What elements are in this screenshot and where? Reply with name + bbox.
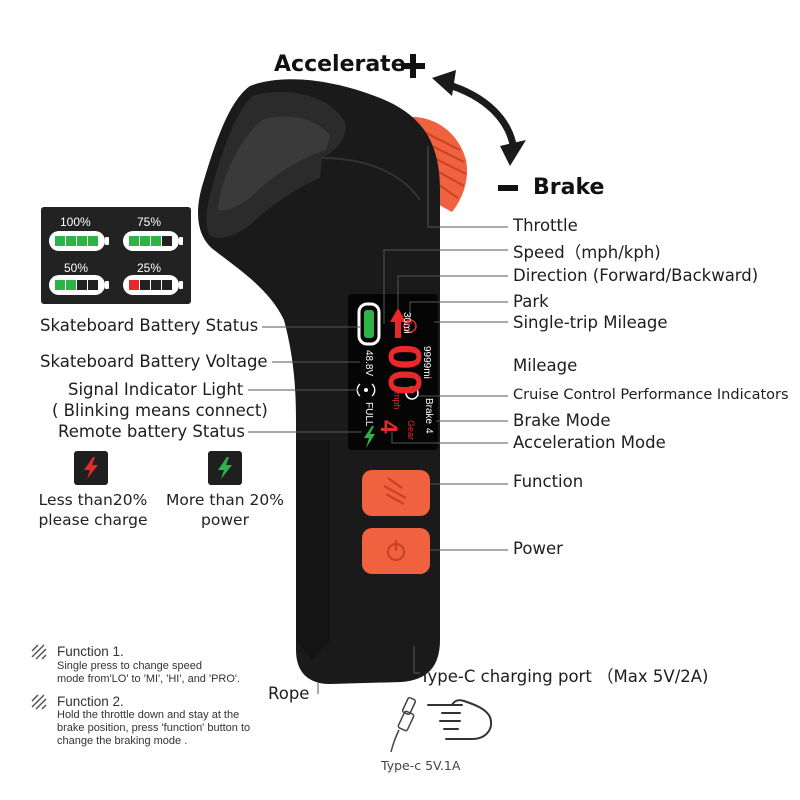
battery-cell <box>88 236 98 246</box>
screen-remote-battery: FULL <box>363 402 374 427</box>
battery-cell <box>162 280 172 290</box>
battery-cell <box>140 236 150 246</box>
note-2-line: brake position, press 'function' button … <box>57 722 251 734</box>
battery-cell <box>55 236 65 246</box>
screen-battery-icon <box>357 302 381 346</box>
cruise-control-icon <box>405 386 419 400</box>
label-skateboard-battery-voltage: Skateboard Battery Voltage <box>40 352 268 371</box>
battery-cell <box>129 236 139 246</box>
type-c-cable-icon <box>390 696 417 753</box>
screen-voltage: 48.8V <box>363 350 374 377</box>
battery-cell <box>151 280 161 290</box>
legend-ok-battery: More than 20% power <box>166 490 284 530</box>
battery-cell <box>66 236 76 246</box>
label-direction: Direction (Forward/Backward) <box>513 266 759 285</box>
label-single-trip-mileage: Single-trip Mileage <box>513 313 668 332</box>
function-note-icon <box>31 694 47 710</box>
plus-icon <box>401 54 425 78</box>
screen-speed-unit: mph <box>392 392 402 410</box>
battery-level-label: 75% <box>137 215 162 229</box>
label-skateboard-battery-status: Skateboard Battery Status <box>40 316 259 335</box>
battery-cell <box>88 280 98 290</box>
battery-cell <box>66 280 76 290</box>
label-type-c-port: Type-C charging port （Max 5V/2A) <box>420 667 709 686</box>
label-throttle: Throttle <box>513 216 578 235</box>
note-2-title: Function 2. <box>57 694 124 709</box>
direction-arrow-icon <box>390 308 406 338</box>
note-2-line: Hold the throttle down and stay at the <box>57 709 240 721</box>
label-park: Park <box>513 292 549 311</box>
battery-level-panel: 100% 75% 50% 25% <box>41 207 191 304</box>
lightning-red-icon <box>74 451 108 485</box>
pointing-hand-icon <box>427 699 492 740</box>
note-2-line: change the braking mode . <box>57 735 188 747</box>
battery-level-indicator <box>49 275 109 295</box>
battery-level-label: 25% <box>137 261 162 275</box>
minus-icon <box>498 185 518 191</box>
accelerate-label: Accelerate <box>274 52 406 77</box>
brake-label: Brake <box>533 175 605 200</box>
note-1-line: mode from'LO' to 'MI', 'HI', and 'PRO'. <box>57 673 241 685</box>
note-2-body: Hold the throttle down and stay at the b… <box>57 709 250 748</box>
screen-brake-value: 4 <box>423 428 434 434</box>
battery-cell <box>140 280 150 290</box>
legend-low-battery: Less than20% please charge <box>38 490 148 530</box>
label-brake-mode: Brake Mode <box>513 411 611 430</box>
screen-park-symbol: P <box>407 320 413 329</box>
label-speed: Speed（mph/kph) <box>513 243 661 262</box>
battery-cell <box>55 280 65 290</box>
label-signal-note: ( Blinking means connect) <box>52 401 268 420</box>
battery-cell <box>77 280 87 290</box>
label-power: Power <box>513 539 563 558</box>
label-rope: Rope <box>268 684 310 703</box>
legend-low-line1: Less than20% <box>38 491 148 509</box>
label-remote-battery-status: Remote battery Status <box>58 422 245 441</box>
label-cruise-control: Cruise Control Performance Indicators <box>513 387 789 403</box>
battery-level-label: 50% <box>64 261 89 275</box>
leader-lines <box>248 146 508 694</box>
battery-level-indicator <box>123 275 183 295</box>
remote-battery-icon <box>364 426 375 448</box>
battery-cell <box>162 236 172 246</box>
cable-caption: Type-c 5V.1A <box>381 758 461 773</box>
battery-cell <box>151 236 161 246</box>
screen-gear-label: Gear <box>406 420 416 441</box>
legend-low-line2: please charge <box>38 511 148 529</box>
legend-ok-line1: More than 20% <box>166 491 284 509</box>
label-function: Function <box>513 472 584 491</box>
battery-level-label: 100% <box>60 215 91 229</box>
legend-ok-line2: power <box>201 511 249 529</box>
screen-brake-label: Brake <box>423 398 434 425</box>
label-acceleration-mode: Acceleration Mode <box>513 433 666 452</box>
battery-cell <box>129 280 139 290</box>
function-note-icon <box>31 644 47 660</box>
label-signal-indicator: Signal Indicator Light <box>68 380 244 399</box>
screen-gear-value: 4 <box>375 420 402 434</box>
label-mileage: Mileage <box>513 356 578 375</box>
battery-cell <box>77 236 87 246</box>
battery-level-indicator <box>123 231 183 251</box>
power-button-shape <box>362 528 430 574</box>
rotation-arrow-icon <box>432 70 526 166</box>
battery-level-indicator <box>49 231 109 251</box>
lightning-green-icon <box>208 451 242 485</box>
note-1-title: Function 1. <box>57 644 124 659</box>
note-1-body: Single press to change speed mode from'L… <box>57 660 240 686</box>
function-button-shape <box>362 470 430 516</box>
screen-speed: 00 <box>379 344 431 396</box>
note-1-line: Single press to change speed <box>57 660 202 672</box>
